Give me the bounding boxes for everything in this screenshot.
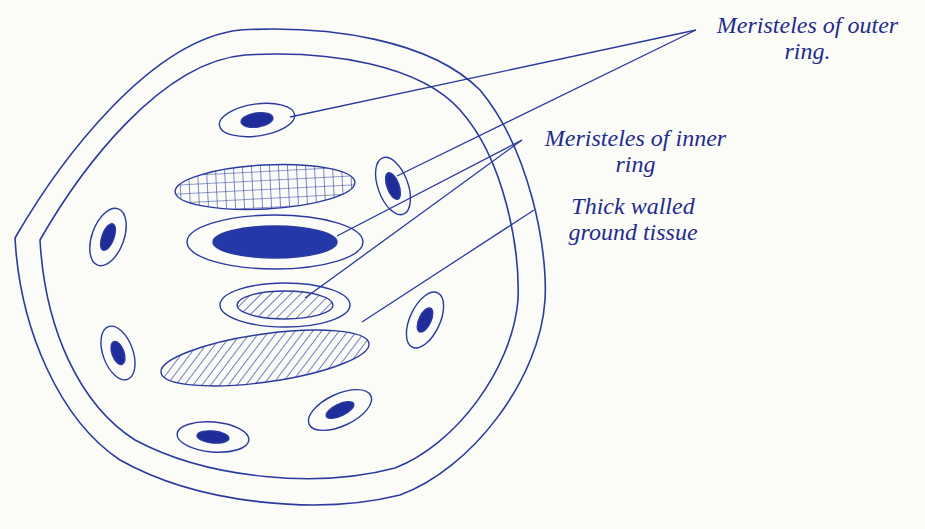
part-label: Meristeles of inner ring (528, 125, 743, 178)
part-label: Meristeles of outer ring. (700, 12, 915, 65)
inner-ring-meristeles (158, 160, 373, 396)
epidermis-outline (15, 29, 545, 505)
outer-ring-meristeles (83, 99, 452, 455)
part-label: Thick walled ground tissue (538, 193, 728, 246)
